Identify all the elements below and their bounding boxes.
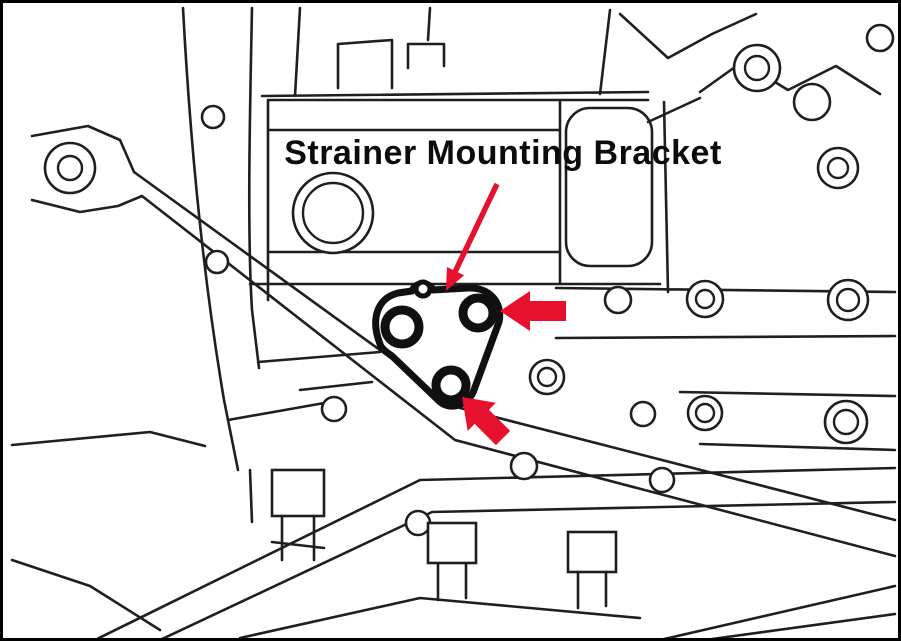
upper-bolt-arrow — [500, 291, 566, 331]
label-pointer-arrow — [446, 182, 500, 291]
pan-bolts — [270, 468, 618, 610]
lower-bolt-arrow — [462, 397, 511, 446]
engine-line-art — [10, 6, 897, 641]
upper-left-member-lines — [181, 6, 650, 472]
upper-right-rib-lines — [554, 12, 897, 452]
strainer-mounting-bracket — [372, 279, 504, 410]
bracket-tab-hole — [413, 279, 433, 299]
bracket-upper-bolt-hole — [458, 293, 498, 333]
label-pointer-arrow-head — [446, 267, 465, 291]
bracket-lower-bolt-hole — [431, 365, 471, 405]
label-pointer-arrow-shaft — [452, 182, 500, 274]
bracket-left-bolt-hole — [380, 305, 424, 349]
valve-body-cover — [564, 106, 654, 268]
valve-body-lines — [226, 98, 662, 524]
callout-arrows — [446, 182, 566, 446]
bolt-hole-rings — [43, 23, 895, 537]
bracket-label: Strainer Mounting Bracket — [284, 134, 722, 172]
